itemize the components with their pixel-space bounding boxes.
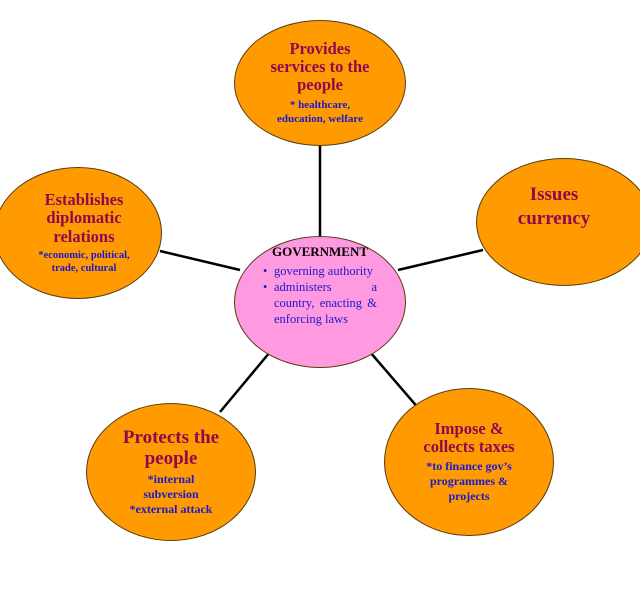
node-title: Issues currency bbox=[518, 183, 610, 231]
title-line: services to the bbox=[270, 57, 370, 77]
node-details: * healthcare, education, welfare bbox=[277, 99, 363, 127]
government-title: GOVERNMENT bbox=[271, 244, 369, 259]
node-details: *to finance gov’s programmes & projects bbox=[426, 459, 512, 504]
node-title: Provides services to the people bbox=[270, 38, 370, 95]
detail-line: programmes & bbox=[429, 474, 509, 489]
title-line: Establishes bbox=[44, 189, 124, 209]
government-bullets: governing authority administers a countr… bbox=[263, 263, 377, 327]
node-collects-taxes: Impose & collects taxes *to finance gov’… bbox=[384, 388, 554, 536]
title-line: relations bbox=[53, 226, 115, 246]
detail-line: trade, cultural bbox=[51, 263, 117, 275]
detail-line: subversion bbox=[143, 487, 199, 502]
connector-left bbox=[159, 249, 241, 272]
connector-bottom-left bbox=[219, 351, 271, 413]
node-provides-services: Provides services to the people * health… bbox=[234, 20, 406, 146]
title-line: Provides bbox=[289, 38, 351, 58]
title-line: people bbox=[297, 75, 343, 95]
title-line: currency bbox=[517, 207, 591, 229]
title-line: collects taxes bbox=[423, 437, 515, 456]
node-details: *internal subversion *external attack bbox=[130, 472, 213, 517]
node-protects-people: Protects the people *internal subversion… bbox=[86, 403, 256, 541]
detail-line: *external attack bbox=[129, 502, 213, 517]
title-line: Issues bbox=[529, 184, 579, 205]
detail-line: *economic, political, bbox=[38, 250, 130, 262]
title-line: Protects the bbox=[122, 426, 220, 448]
node-government: GOVERNMENT governing authority administe… bbox=[234, 236, 406, 368]
node-title: Protects the people bbox=[123, 427, 219, 470]
node-details: *economic, political, trade, cultural bbox=[26, 249, 129, 275]
connector-right bbox=[397, 248, 484, 272]
bullet-item: administers a country, enacting & enforc… bbox=[263, 279, 377, 327]
node-issues-currency: Issues currency bbox=[476, 158, 640, 286]
detail-line: projects bbox=[448, 489, 490, 504]
title-line: diplomatic bbox=[46, 208, 122, 228]
node-title: Establishes diplomatic relations bbox=[33, 189, 124, 246]
title-line: people bbox=[144, 448, 198, 469]
node-title: Impose & collects taxes bbox=[423, 418, 515, 457]
node-diplomatic-relations: Establishes diplomatic relations *econom… bbox=[0, 167, 162, 299]
detail-line: education, welfare bbox=[277, 112, 363, 125]
bullet-item: governing authority bbox=[263, 263, 377, 279]
title-line: Impose & bbox=[434, 418, 504, 438]
detail-line: * healthcare, bbox=[289, 98, 351, 111]
detail-line: *internal bbox=[147, 472, 195, 487]
connector-bottom-right bbox=[369, 351, 421, 411]
detail-line: *to finance gov’s bbox=[426, 459, 512, 474]
